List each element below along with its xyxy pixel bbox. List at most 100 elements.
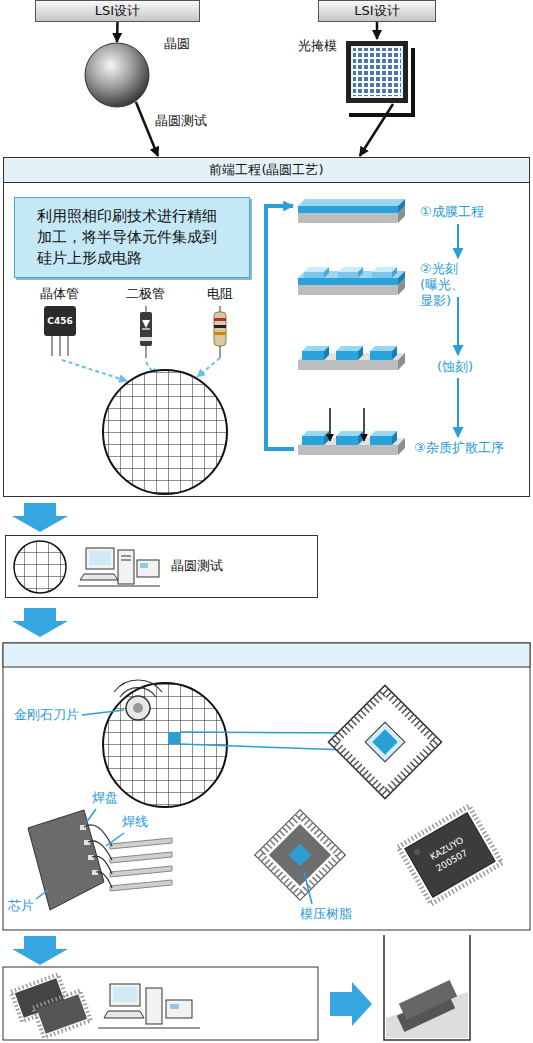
qfp-chip: [413, 848, 421, 856]
wire-bond-detail: [92, 870, 98, 875]
block-arrow: [330, 982, 372, 1026]
finished-chips: [146, 988, 162, 1024]
lead-frame: [328, 685, 441, 798]
process-layers: [266, 199, 458, 455]
leader-line: [304, 872, 312, 904]
etching-step: [370, 351, 392, 360]
dicing-wafer: [168, 732, 180, 744]
wafer-label: 晶圆: [164, 36, 190, 52]
diode-symbol: [140, 306, 152, 358]
dicing-wafer: [114, 680, 162, 692]
molded-package: [269, 824, 331, 886]
wafer-grid: [103, 370, 227, 494]
back-end-panel: [3, 643, 530, 930]
qfp-chip: [398, 806, 502, 904]
diffusion-step: [398, 438, 405, 455]
lead-frame: [365, 722, 405, 762]
dicing-wafer: [133, 703, 143, 713]
finished-chips: [113, 987, 137, 1002]
photomask: 光掩模: [345, 40, 409, 104]
etching-step: [298, 346, 405, 370]
etching-step: [298, 360, 398, 370]
lithography-step: [398, 271, 405, 285]
chip-marking: KAZUYO: [428, 835, 465, 863]
test-equipment: [14, 541, 66, 593]
test-equipment: [137, 560, 159, 577]
back-end-panel: [3, 643, 530, 667]
flow-arrow: [457, 224, 459, 258]
etching-step: [392, 346, 397, 360]
wire-bond-detail: [28, 809, 172, 910]
test-equipment: [14, 541, 66, 593]
diffusion-step: [298, 408, 405, 455]
test-equipment: [14, 541, 160, 593]
finished-chips: [104, 1011, 144, 1018]
note-text: 利用照相印刷技术进行精细加工，将半导体元件集成到硅片上形成电路: [37, 206, 227, 269]
chip-tray: [399, 980, 457, 1020]
callout-label: 模压树脂: [300, 906, 352, 922]
film-step: [398, 199, 405, 213]
diffusion-step: [302, 436, 324, 445]
design-box: LSI设计: [318, 0, 436, 22]
diffusion-step: [363, 408, 365, 441]
chip-tray: [399, 980, 457, 1020]
panel-heading: 前端工程(晶圆工艺): [4, 158, 529, 183]
step-label: (蚀刻): [437, 359, 473, 375]
molded-package: [255, 810, 346, 901]
wafer-grid: [103, 370, 227, 494]
test-equipment: [80, 574, 118, 580]
wafer-grid: [103, 370, 227, 494]
lithography-step: [298, 285, 398, 295]
lithography-step: [298, 278, 398, 285]
molded-package: [260, 815, 339, 894]
flow-arrow: [457, 224, 459, 437]
box-label: LSI设计: [95, 3, 140, 19]
diffusion-step: [358, 431, 363, 445]
wafer-disc: 晶圆: [84, 42, 150, 108]
lithography-step: [298, 267, 405, 295]
part-name: 二极管: [126, 286, 165, 302]
dashed-arrow: [62, 360, 127, 381]
process-panel: 前端工程(晶圆工艺) 利用照相印刷技术进行精细加工，将半导体元件集成到硅片上形成电…: [3, 157, 530, 497]
lithography-step: [324, 267, 329, 278]
finished-chips: [110, 984, 140, 1006]
flow-arrow: [136, 102, 158, 156]
wire-bond-detail: [106, 833, 124, 846]
step-label: ①成膜工程: [420, 204, 484, 220]
test-box: 晶圆测试: [5, 535, 318, 598]
etching-step: [302, 351, 324, 360]
box-label: 晶圆测试: [171, 558, 223, 574]
wire-bond-detail: [110, 838, 172, 849]
mask-label: 光掩模: [298, 38, 337, 54]
lithography-step: [358, 267, 363, 278]
part-name: 电阻: [207, 286, 233, 302]
film-step: [298, 199, 405, 206]
lithography-step: [298, 271, 405, 278]
etching-step: [324, 346, 329, 360]
transistor-symbol: [44, 306, 76, 336]
loop-arrow: [266, 206, 294, 449]
finished-chips: [3, 967, 318, 1040]
finished-chips: [170, 1004, 179, 1009]
diffusion-step: [324, 431, 329, 445]
film-step: [298, 213, 398, 223]
wire-bond-detail: [36, 890, 48, 899]
dashed-arrow: [197, 358, 220, 377]
test-equipment: [89, 551, 111, 565]
dicing-wafer: [126, 696, 150, 720]
finished-chips: [166, 1000, 192, 1018]
lead-frame: [334, 691, 436, 793]
diffusion-step: [392, 431, 397, 445]
etching-step: [398, 353, 405, 370]
lithography-step: [392, 267, 397, 278]
film-step: [298, 199, 405, 223]
lithography-step: [304, 272, 324, 278]
test-equipment: [121, 556, 131, 557]
diode-symbol: [140, 312, 152, 346]
flow-arrow: [457, 297, 459, 355]
component-icons: [44, 306, 227, 494]
diffusion-step: [370, 436, 392, 445]
